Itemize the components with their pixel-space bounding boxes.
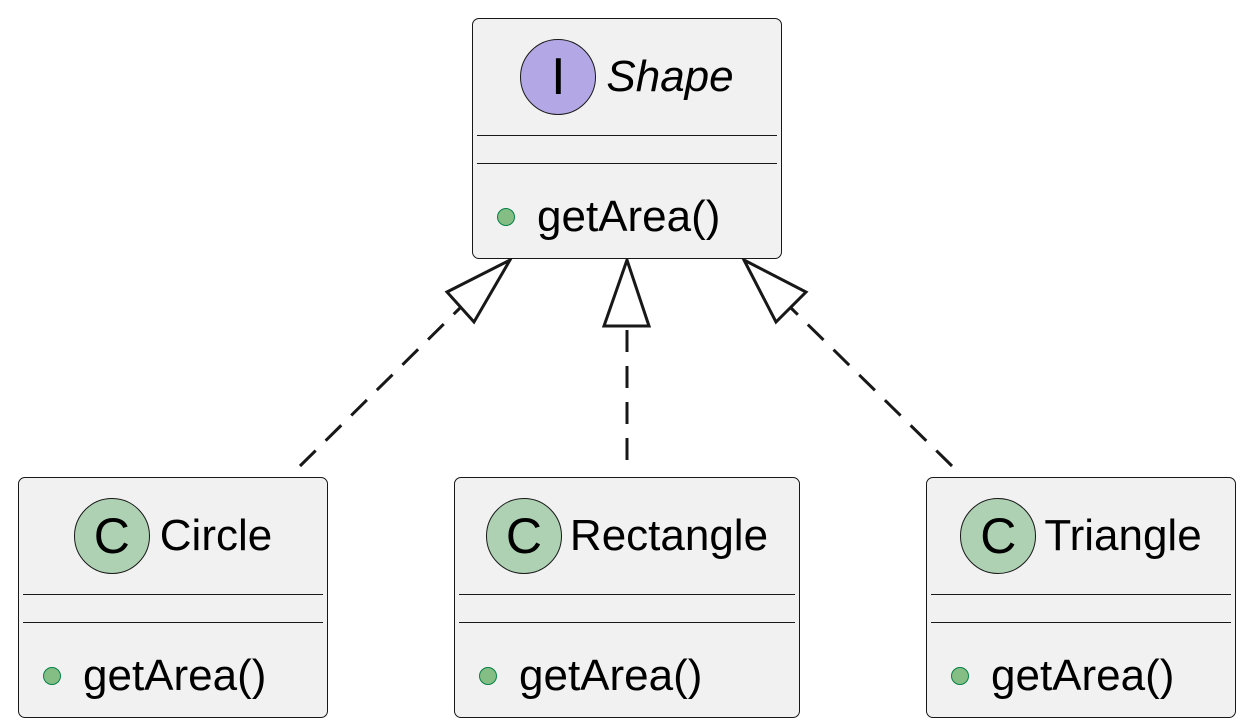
attributes-divider xyxy=(477,135,777,136)
methods-divider xyxy=(477,163,777,164)
method-name: getArea() xyxy=(519,651,703,700)
interface-stereotype-icon: I xyxy=(520,39,597,115)
attributes-divider xyxy=(931,594,1231,595)
interface-shape[interactable]: I Shape getArea() xyxy=(472,18,782,259)
methods-divider xyxy=(931,622,1231,623)
class-stereotype-icon: C xyxy=(73,498,150,574)
realization-arrowhead-triangle xyxy=(740,256,809,325)
interface-header: I Shape xyxy=(473,19,781,135)
method-name: getArea() xyxy=(537,192,721,241)
method-name: getArea() xyxy=(991,651,1175,700)
class-circle[interactable]: C Circle getArea() xyxy=(18,477,328,718)
method-row: getArea() xyxy=(43,654,323,698)
method-row: getArea() xyxy=(497,195,777,239)
class-stereotype-icon: C xyxy=(485,498,562,574)
realization-line-triangle xyxy=(789,306,954,468)
attributes-divider xyxy=(459,594,795,595)
methods-divider xyxy=(459,622,795,623)
class-rectangle[interactable]: C Rectangle getArea() xyxy=(454,477,800,718)
attributes-divider xyxy=(23,594,323,595)
realization-arrowhead-circle xyxy=(444,256,514,325)
class-name: Triangle xyxy=(1044,511,1202,560)
public-visibility-icon xyxy=(479,667,497,685)
realization-line-circle xyxy=(298,306,462,468)
method-row: getArea() xyxy=(951,654,1231,698)
public-visibility-icon xyxy=(497,208,515,226)
class-triangle[interactable]: C Triangle getArea() xyxy=(926,477,1236,718)
public-visibility-icon xyxy=(951,667,969,685)
interface-name: Shape xyxy=(606,52,734,101)
methods-divider xyxy=(23,622,323,623)
public-visibility-icon xyxy=(43,667,61,685)
method-name: getArea() xyxy=(83,651,267,700)
method-row: getArea() xyxy=(479,654,795,698)
class-name: Rectangle xyxy=(569,511,769,560)
class-header: C Circle xyxy=(19,478,327,594)
class-stereotype-icon: C xyxy=(960,498,1037,574)
class-name: Circle xyxy=(159,511,273,560)
class-header: C Triangle xyxy=(927,478,1235,594)
realization-arrowhead-rectangle xyxy=(601,255,652,328)
class-header: C Rectangle xyxy=(455,478,799,594)
